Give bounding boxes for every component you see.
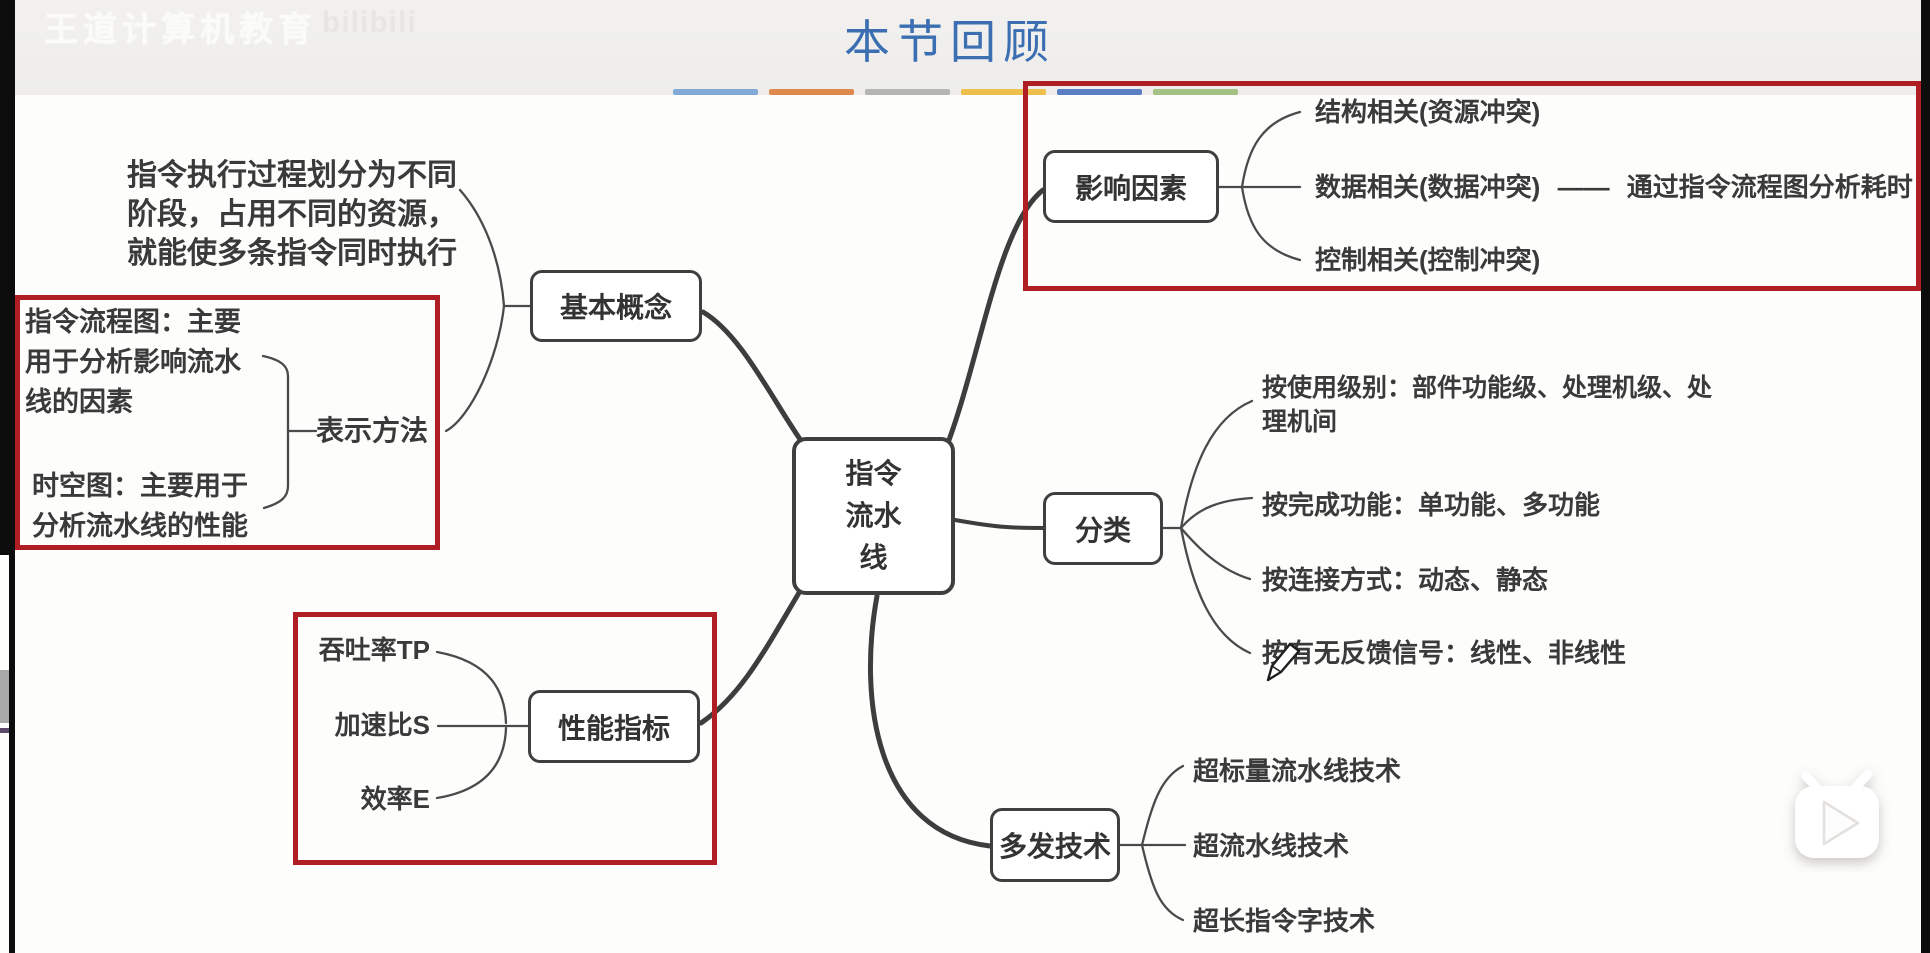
highlight-box-perf (293, 612, 717, 865)
node-root: 指令 流水 线 (792, 437, 955, 595)
node-root-line: 指令 (845, 458, 902, 489)
fan-multi-1 (1140, 764, 1185, 847)
title-decor-bar (769, 89, 854, 95)
title-decor-bar (673, 89, 758, 95)
leaf-spacetime-line: 分析流水线的性能 (32, 511, 248, 541)
fan-classify-4 (1179, 526, 1252, 655)
leaf-flowchart-line: 用于分析影响流水 (25, 347, 241, 377)
title-decor-bar (1153, 89, 1238, 95)
title-decor-bar (865, 89, 950, 95)
leaf-spacetime-line: 时空图：主要用于 (32, 471, 248, 501)
left-edge-purple-sliver (0, 728, 9, 733)
note-basic: 指令执行过程划分为不同 阶段，占用不同的资源， 就能使多条指令同时执行 (127, 156, 457, 273)
node-root-line: 流水 (845, 500, 902, 531)
leaf-throughput: 吞吐率TP (318, 635, 430, 665)
leaf-data-note: 通过指令流程图分析耗时 (1626, 172, 1913, 202)
brace-perf-top (435, 650, 508, 725)
leaf-flowchart: 指令流程图：主要 用于分析影响流水 线的因素 (25, 302, 241, 422)
left-edge-bar-lower (9, 555, 15, 953)
leaf-by-connection: 按连接方式：动态、静态 (1262, 565, 1549, 595)
note-basic-line: 就能使多条指令同时执行 (127, 237, 457, 270)
title-decor-bar (961, 89, 1046, 95)
node-multi: 多发技术 (990, 808, 1120, 882)
leaf-flowchart-line: 指令流程图：主要 (25, 307, 241, 337)
fan-factors-1 (1240, 110, 1302, 189)
link-root-classify (953, 518, 1045, 530)
leaf-superscalar: 超标量流水线技术 (1193, 756, 1402, 786)
highlight-box-factors (1023, 81, 1921, 291)
bilibili-play-button[interactable] (1782, 762, 1892, 872)
link-root-basic (700, 309, 809, 451)
fan-classify-1 (1179, 399, 1254, 530)
leaf-efficiency: 效率E (360, 784, 430, 814)
left-edge-gray-block (0, 670, 9, 723)
brand-watermark: 王道计算机教育 (44, 11, 317, 49)
bilibili-watermark: bilibili (322, 6, 417, 39)
title-decor-bar (1057, 89, 1142, 95)
leaf-speedup: 加速比S (334, 710, 430, 740)
node-classify: 分类 (1043, 492, 1163, 565)
brace-basic-up (458, 188, 506, 308)
highlight-box-method (15, 295, 440, 550)
leaf-superpipeline: 超流水线技术 (1193, 831, 1350, 861)
leaf-control: 控制相关(控制冲突) (1315, 245, 1541, 275)
brace-perf-bottom (435, 726, 508, 800)
node-basic: 基本概念 (530, 270, 702, 342)
leaf-vliw: 超长指令字技术 (1193, 906, 1376, 936)
leaf-by-feedback: 按有无反馈信号：线性、非线性 (1262, 638, 1627, 668)
node-factors: 影响因素 (1043, 150, 1219, 223)
node-perf: 性能指标 (528, 690, 700, 763)
leaf-spacetime: 时空图：主要用于 分析流水线的性能 (32, 466, 248, 546)
node-root-line: 线 (859, 542, 888, 573)
fan-classify-2 (1179, 496, 1254, 530)
leaf-flowchart-line: 线的因素 (25, 387, 133, 417)
leaf-data: 数据相关(数据冲突) (1315, 172, 1541, 202)
fan-classify-3 (1179, 526, 1252, 581)
note-basic-line: 阶段，占用不同的资源， (127, 198, 457, 231)
fan-factors-3 (1240, 185, 1302, 262)
pen-cursor-icon (1266, 642, 1301, 682)
brace-basic-down (444, 304, 506, 433)
page-title: 本节回顾 (844, 17, 1056, 68)
dash-connector: —— (1557, 172, 1610, 202)
leaf-data-row: 数据相关(数据冲突) —— 通过指令流程图分析耗时 (1315, 170, 1913, 204)
leaf-by-level: 按使用级别：部件功能级、处理机级、处理机间 (1262, 374, 1713, 436)
leaf-structural: 结构相关(资源冲突) (1315, 97, 1541, 127)
fan-multi-3 (1140, 843, 1185, 922)
link-root-multi (867, 593, 993, 849)
right-edge-bar (1921, 0, 1930, 953)
left-edge-bar (0, 0, 15, 555)
leaf-by-function: 按完成功能：单功能、多功能 (1262, 490, 1601, 520)
slide-top-band (0, 0, 1930, 95)
note-basic-line: 指令执行过程划分为不同 (127, 159, 457, 192)
leaf-method-label: 表示方法 (316, 415, 429, 446)
